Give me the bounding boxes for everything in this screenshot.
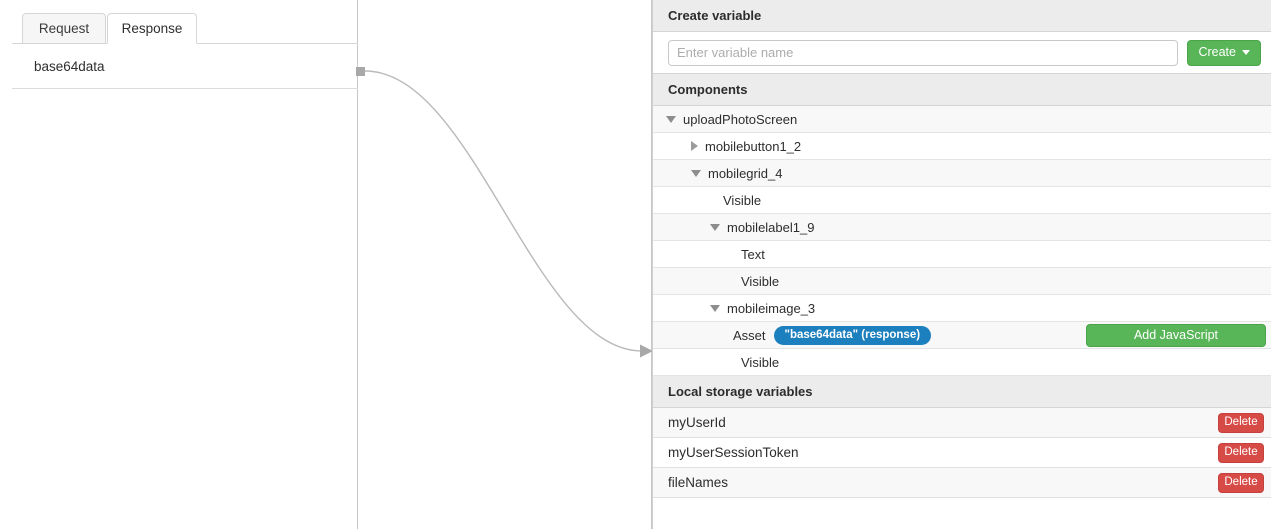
tree-row[interactable]: mobileimage_3 [653,295,1271,322]
tab-response[interactable]: Response [107,13,197,44]
connector-svg [356,67,653,358]
tree-row[interactable]: mobilebutton1_2 [653,133,1271,160]
tree-row[interactable]: Visible [653,187,1271,214]
tree-row-label: Visible [741,354,780,370]
tab-strip: Request Response [12,13,358,44]
tree-row-content: mobilebutton1_2 [691,139,801,154]
create-variable-bar: Create [653,32,1271,74]
tree-row-content: Text [741,247,765,262]
tree-row-label: mobilebutton1_2 [705,138,802,154]
local-storage-row[interactable]: myUserSessionToken Delete [653,438,1271,468]
connector-source-handle[interactable] [356,67,365,76]
tab-request[interactable]: Request [22,13,106,44]
components-tree: uploadPhotoScreen mobilebutton1_2 mobilegr… [653,106,1271,376]
local-storage-variable-name: myUserId [668,415,726,430]
tree-row-content: mobilegrid_4 [691,166,782,181]
tree-row[interactable]: Visible [653,349,1271,376]
local-storage-variable-name: fileNames [668,475,729,490]
local-storage-variable-name: myUserSessionToken [668,445,799,460]
tree-row-label: mobilegrid_4 [708,165,783,181]
caret-right-icon[interactable] [691,141,698,151]
tree-row[interactable]: Text [653,241,1271,268]
tree-row-content: Visible [723,193,761,208]
binding-pill[interactable]: "base64data" (response) [773,325,932,345]
section-header-create-variable-label: Create variable [668,8,762,23]
response-panel: Request Response base64data [0,0,358,529]
caret-down-icon[interactable] [691,169,701,177]
connector-arrowhead [640,344,653,358]
caret-down-icon[interactable] [710,304,720,312]
section-header-components-label: Components [668,82,748,97]
tree-row-label: Visible [741,273,780,289]
tree-row-content: mobilelabel1_9 [710,220,814,235]
tree-row-label: uploadPhotoScreen [683,111,798,127]
section-header-local-storage-label: Local storage variables [668,384,813,399]
tree-row-content: uploadPhotoScreen [666,112,797,127]
tree-row-content: Visible [741,355,779,370]
response-field-label: base64data [34,58,105,74]
variables-panel: Create variable Create Components upload… [652,0,1271,529]
tree-row-content: Visible [741,274,779,289]
section-header-create-variable: Create variable [653,0,1271,32]
tree-row-label: Text [741,246,765,262]
connector-path[interactable] [364,70,643,352]
chevron-down-icon [1242,50,1250,55]
create-variable-button-label: Create [1198,45,1236,60]
tree-row-content: mobileimage_3 [710,301,815,316]
tree-row-content: Asset "base64data" (response) [733,325,932,345]
tree-row-label: Visible [723,192,762,208]
tab-request-label: Request [38,21,90,36]
section-header-components: Components [653,74,1271,106]
caret-down-icon[interactable] [710,223,720,231]
variable-name-input[interactable] [668,39,1179,66]
tree-row[interactable]: uploadPhotoScreen [653,106,1271,133]
caret-down-icon[interactable] [666,115,676,123]
local-storage-row[interactable]: fileNames Delete [653,468,1271,498]
tree-row-label: mobilelabel1_9 [727,219,815,235]
section-header-local-storage: Local storage variables [653,376,1271,408]
create-variable-button[interactable]: Create [1187,39,1261,66]
response-field-row[interactable]: base64data [12,44,358,89]
tree-row-label: mobileimage_3 [727,300,816,316]
mapping-canvas [356,0,653,529]
tree-row[interactable]: Visible [653,268,1271,295]
tree-row[interactable]: mobilegrid_4 [653,160,1271,187]
add-javascript-button[interactable]: Add JavaScript [1086,324,1266,347]
tree-row[interactable]: Asset "base64data" (response) Add JavaScri… [653,322,1271,349]
delete-variable-button[interactable]: Delete [1218,443,1264,463]
tab-response-label: Response [121,21,183,36]
delete-variable-button[interactable]: Delete [1218,473,1264,493]
tree-row[interactable]: mobilelabel1_9 [653,214,1271,241]
tree-row-label: Asset [733,327,766,343]
local-storage-row[interactable]: myUserId Delete [653,408,1271,438]
delete-variable-button[interactable]: Delete [1218,413,1264,433]
